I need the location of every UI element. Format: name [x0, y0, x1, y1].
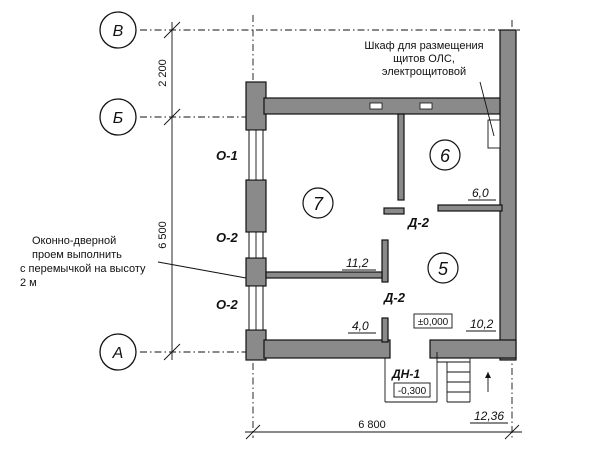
outside-level-mark: 12,36: [470, 409, 508, 424]
dim-width: 6 800: [358, 419, 386, 431]
axis-lines: [140, 15, 520, 438]
partition-7-4: [265, 271, 383, 279]
opening-note-leader: [157, 261, 247, 279]
entrance: ДН-1 -0,300: [384, 352, 438, 403]
walls: [245, 29, 517, 361]
room-number-6: 6: [440, 146, 451, 166]
opening-note: Оконно-дверной проем выполнить с перемыч…: [20, 235, 247, 289]
window-label-o1: О-1: [216, 148, 238, 163]
cabinet-note-line-2: щитов ОЛС,: [393, 53, 455, 65]
opening-note-line-4: 2 м: [20, 277, 37, 289]
vent-1: [369, 102, 383, 110]
window-label-o2-lower: О-2: [216, 297, 238, 312]
opening-note-line-1: Оконно-дверной: [32, 235, 116, 247]
door-label-dn1: ДН-1: [391, 367, 420, 381]
wall-bottom-left: [263, 339, 391, 359]
wall-bottom-right: [429, 339, 517, 359]
room-area-6: 6,0: [472, 186, 489, 200]
wall-top: [263, 97, 503, 115]
partition-6-5: [437, 204, 503, 212]
partition-7-6: [397, 113, 405, 201]
room-5: 5 10,2: [427, 252, 496, 332]
cabinet-note: Шкаф для размещения щитов ОЛС, электрощи…: [364, 40, 483, 78]
room-area-4: 4,0: [352, 319, 369, 333]
door-label-d2-upper: Д-2: [407, 215, 430, 230]
door-label-d2-lower: Д-2: [383, 290, 406, 305]
cabinet-note-line-1: Шкаф для размещения: [364, 40, 483, 52]
vertical-dimension: 2 200 6 500: [157, 21, 181, 361]
partition-stub-upper: [383, 207, 405, 215]
horizontal-dimension: 6 800: [245, 419, 522, 440]
room-area-5: 10,2: [470, 317, 494, 331]
entrance-stairs: [437, 358, 491, 403]
axis-label-v: В: [113, 23, 124, 40]
axis-label-a: А: [112, 345, 124, 362]
floor-level-value: ±0,000: [418, 317, 449, 328]
room-6: 6 6,0: [429, 139, 496, 201]
opening-note-line-2: проем выполнить: [32, 249, 122, 261]
window-o2-upper: [248, 231, 264, 259]
vent-2: [419, 102, 433, 110]
wall-left-pier-1: [245, 179, 267, 233]
axis-bubble-v: В: [99, 11, 137, 49]
entry-level-value: -0,300: [398, 386, 427, 397]
partition-7-5: [381, 239, 389, 283]
outside-level-value: 12,36: [474, 409, 504, 423]
wall-left-pier-2: [245, 257, 267, 287]
partition-4-5: [381, 317, 389, 343]
room-area-7: 11,2: [346, 256, 369, 270]
wall-left-top: [245, 81, 267, 131]
room-4: 4,0: [348, 319, 376, 334]
cabinet-note-line-3: электрощитовой: [382, 66, 466, 78]
cabinet-leader: [479, 81, 495, 137]
axis-bubble-a: А: [99, 333, 137, 371]
wall-right: [499, 29, 517, 361]
floor-level-mark: ±0,000: [413, 313, 453, 329]
dim-b-a: 6 500: [157, 221, 169, 249]
opening-note-line-3: с перемычкой на высоту: [20, 263, 146, 275]
electrical-cabinet: [487, 119, 501, 149]
window-o1: [248, 129, 264, 181]
axis-label-b: Б: [113, 110, 123, 127]
axis-bubble-b: Б: [99, 98, 137, 136]
wall-left-bottom: [245, 329, 267, 361]
window-o2-lower: [248, 285, 264, 331]
room-7: 7 11,2: [302, 187, 376, 271]
window-label-o2-upper: О-2: [216, 230, 238, 245]
dim-v-b: 2 200: [157, 59, 169, 87]
room-number-7: 7: [313, 194, 324, 214]
room-number-5: 5: [438, 259, 449, 279]
